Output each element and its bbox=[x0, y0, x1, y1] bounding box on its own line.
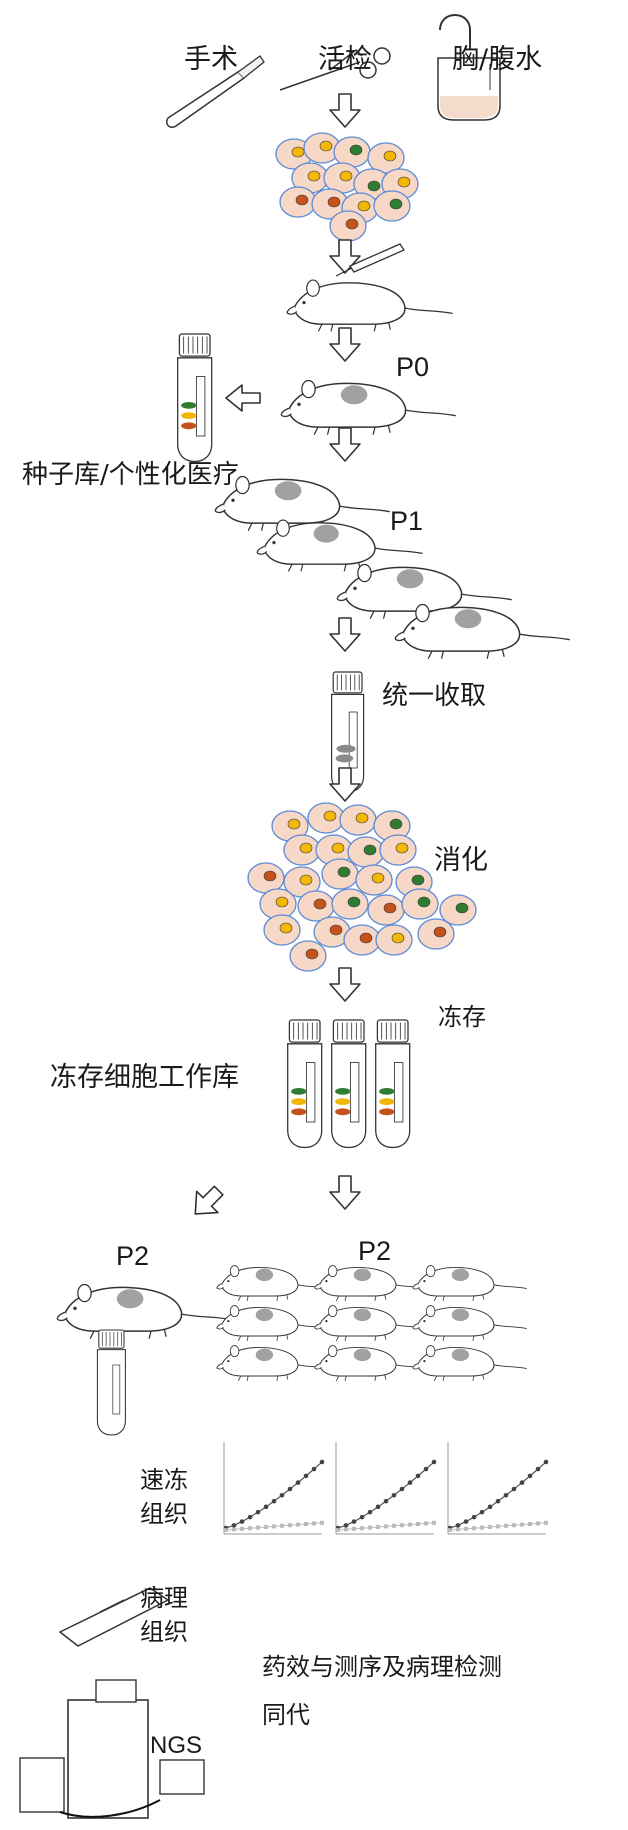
mouse-icon bbox=[314, 1265, 429, 1302]
fluid-bag-icon bbox=[437, 14, 501, 121]
label-surgery: 手术 bbox=[184, 44, 238, 75]
label-fluid: 胸/腹水 bbox=[452, 44, 543, 75]
label-ngs: NGS bbox=[150, 1732, 203, 1759]
label-pathology-1: 病理 bbox=[140, 1584, 188, 1612]
label-snap-frozen-2: 组织 bbox=[140, 1500, 188, 1528]
tube-icon bbox=[331, 1019, 367, 1149]
hollow-arrow-icon bbox=[329, 1175, 361, 1210]
mouse-icon bbox=[280, 379, 456, 435]
label-harvest: 统一收取 bbox=[382, 681, 487, 711]
growth-chart-icon bbox=[223, 1442, 325, 1535]
hollow-arrow-icon bbox=[329, 93, 361, 128]
tube-icon bbox=[287, 1019, 323, 1149]
label-p0: P0 bbox=[396, 352, 430, 382]
label-p2-left: P2 bbox=[116, 1241, 150, 1271]
label-pathology-2: 组织 bbox=[140, 1618, 188, 1646]
mouse-icon bbox=[412, 1345, 527, 1382]
pathology-slide-icon bbox=[58, 1587, 170, 1647]
hollow-arrow-icon bbox=[329, 327, 361, 362]
label-working-bank: 冻存细胞工作库 bbox=[50, 1062, 239, 1093]
label-digest: 消化 bbox=[434, 845, 488, 876]
mouse-icon bbox=[314, 1345, 429, 1382]
biopsy-needle-icon bbox=[335, 243, 405, 277]
hollow-arrow-icon bbox=[329, 967, 361, 1002]
mouse-icon bbox=[412, 1265, 527, 1302]
label-p2-right: P2 bbox=[358, 1236, 392, 1266]
label-assay-2: 同代 bbox=[262, 1701, 310, 1729]
mouse-icon bbox=[336, 563, 512, 619]
hollow-arrow-icon bbox=[329, 427, 361, 462]
tube-icon bbox=[375, 1019, 411, 1149]
label-assay-1: 药效与测序及病理检测 bbox=[262, 1653, 502, 1681]
cell-cluster-icon bbox=[247, 802, 477, 972]
mouse-icon bbox=[256, 519, 423, 572]
label-freeze: 冻存 bbox=[438, 1003, 486, 1031]
mouse-icon bbox=[286, 279, 453, 332]
label-p1: P1 bbox=[390, 506, 424, 536]
mouse-icon bbox=[314, 1305, 429, 1342]
hollow-arrow-icon bbox=[225, 384, 261, 412]
scalpel-icon bbox=[165, 55, 265, 129]
growth-chart-icon bbox=[447, 1442, 549, 1535]
label-biopsy: 活检 bbox=[318, 44, 372, 75]
mouse-icon bbox=[394, 603, 570, 659]
label-seed-bank: 种子库/个性化医疗 bbox=[22, 460, 239, 490]
mouse-icon bbox=[56, 1283, 232, 1339]
hollow-arrow-icon bbox=[329, 617, 361, 652]
label-snap-frozen-1: 速冻 bbox=[140, 1466, 188, 1494]
hollow-arrow-icon bbox=[329, 767, 361, 802]
mouse-icon bbox=[412, 1305, 527, 1342]
mouse-icon bbox=[216, 1345, 331, 1382]
sequencer-icon bbox=[19, 1679, 205, 1819]
growth-chart-icon bbox=[335, 1442, 437, 1535]
mouse-icon bbox=[214, 475, 390, 531]
tube-icon bbox=[96, 1329, 126, 1436]
cell-cluster-icon bbox=[275, 132, 419, 242]
hollow-arrow-icon bbox=[194, 1185, 224, 1215]
tube-icon bbox=[177, 333, 213, 463]
mouse-icon bbox=[216, 1265, 331, 1302]
mouse-icon bbox=[216, 1305, 331, 1342]
biopsy-needle-icon bbox=[279, 47, 391, 91]
